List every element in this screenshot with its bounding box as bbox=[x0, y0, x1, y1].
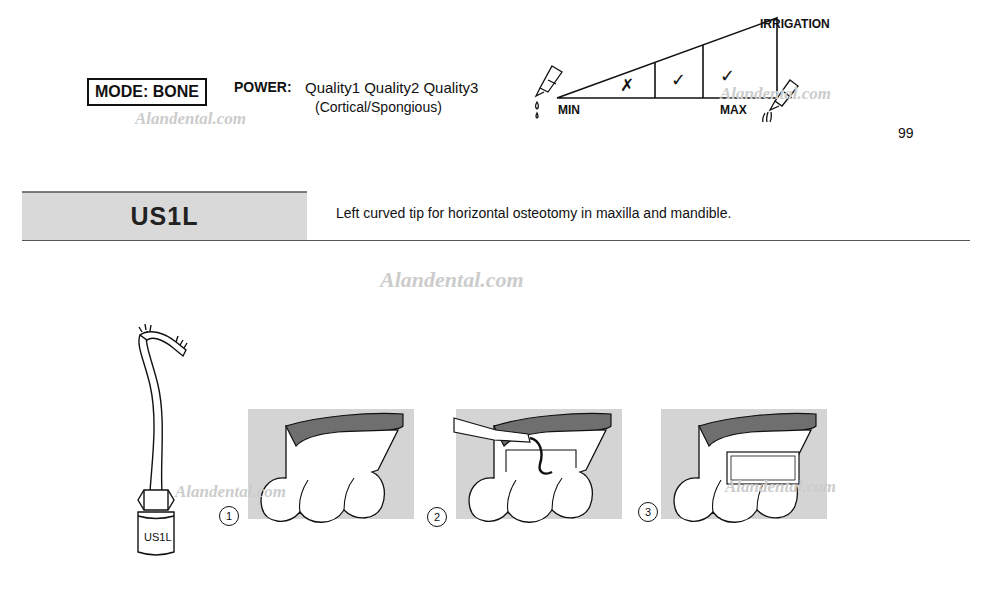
tooth-line bbox=[508, 478, 562, 512]
heading-band bbox=[22, 192, 970, 241]
bone-window-inner bbox=[731, 456, 795, 480]
watermark: Alandental.com bbox=[725, 478, 836, 497]
tooth-line bbox=[300, 478, 354, 512]
handpiece bbox=[454, 418, 530, 442]
tip-in-use bbox=[530, 438, 552, 474]
watermark: Alandental.com bbox=[720, 85, 831, 104]
ultrasonic-tip bbox=[138, 324, 187, 555]
page-number: 99 bbox=[898, 126, 914, 141]
bone-quality-note: (Cortical/Spongious) bbox=[315, 100, 442, 115]
scale-title: IRRIGATION bbox=[760, 18, 830, 31]
scale-min: MIN bbox=[558, 104, 580, 117]
surgery-step-illustration bbox=[454, 409, 622, 522]
bone-outline bbox=[469, 426, 606, 522]
allowed-mark: ✓ bbox=[720, 66, 735, 86]
node-text: 1 bbox=[220, 507, 238, 525]
surgery-step-illustration bbox=[248, 409, 414, 522]
node-text: 3 bbox=[639, 503, 657, 521]
bone-outline bbox=[261, 426, 398, 522]
node-text: MODE: BONE bbox=[95, 80, 199, 104]
watermark: Alandental.com bbox=[380, 268, 524, 292]
watermark: Alandental.com bbox=[175, 483, 286, 502]
power-label: POWER: bbox=[234, 80, 292, 95]
callout-number: 1 bbox=[219, 506, 239, 526]
tip-description: Left curved tip for horizontal osteotomy… bbox=[336, 206, 731, 221]
tip-marking: US1L bbox=[144, 531, 172, 543]
not-allowed-mark: ✗ bbox=[620, 76, 634, 95]
node-text: US1L bbox=[22, 193, 307, 240]
tip-name-band: US1L bbox=[22, 193, 307, 240]
surgery-step-illustration bbox=[661, 409, 827, 522]
bone-outline bbox=[674, 426, 811, 522]
gum-flap bbox=[699, 414, 816, 447]
gum-flap bbox=[286, 414, 403, 447]
callout-number: 2 bbox=[427, 507, 447, 527]
power-levels: Quality1 Quality2 Quality3 bbox=[305, 80, 478, 97]
allowed-mark: ✓ bbox=[671, 70, 686, 90]
watermark: Alandental.com bbox=[135, 110, 246, 129]
node-text: 2 bbox=[428, 508, 446, 526]
scale-max: MAX bbox=[720, 104, 747, 117]
mode-box: MODE: BONE bbox=[87, 78, 207, 106]
callout-number: 3 bbox=[638, 502, 658, 522]
